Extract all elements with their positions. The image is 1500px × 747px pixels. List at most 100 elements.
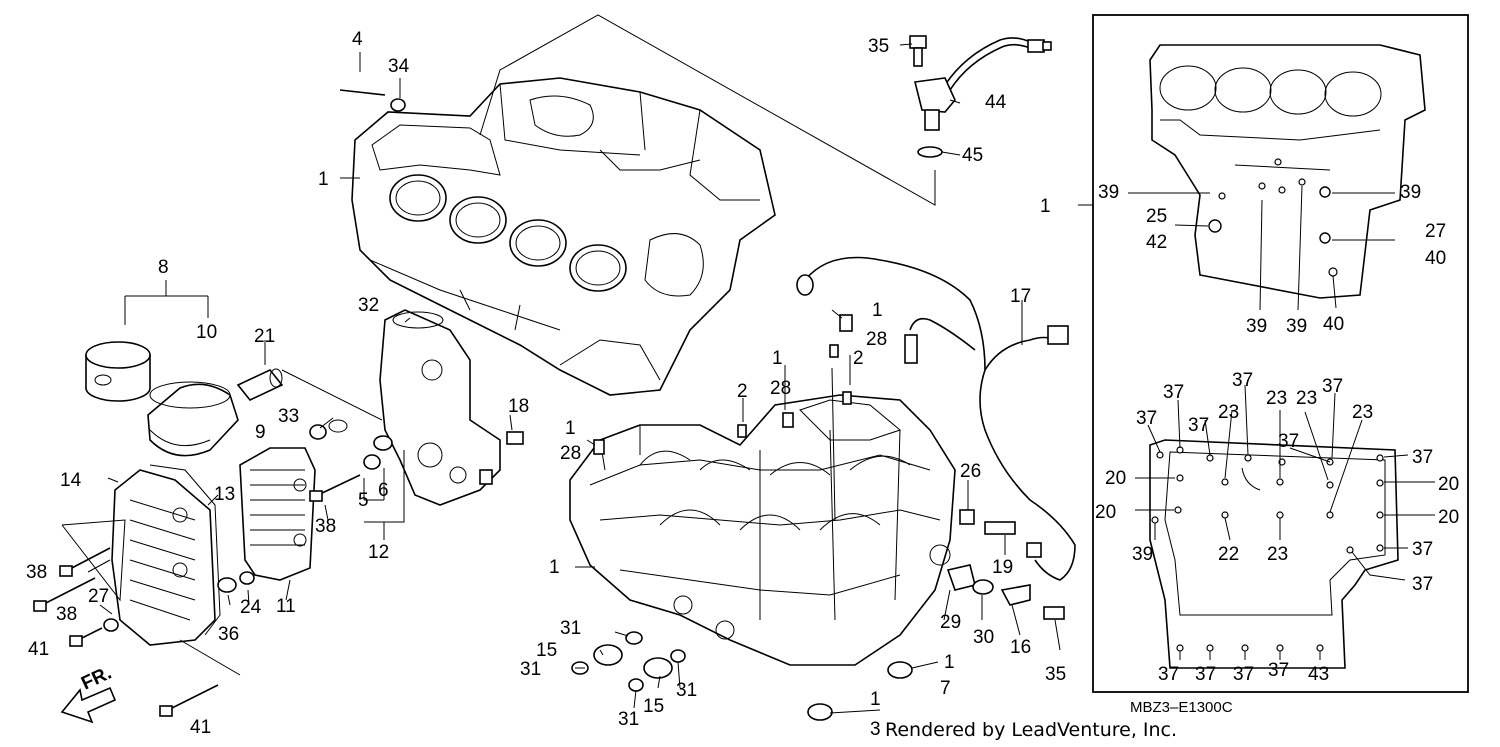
oil-pipe-21[interactable]: [236, 368, 284, 401]
oil-cooler[interactable]: [239, 447, 316, 581]
dowel-pins[interactable]: [593, 314, 853, 455]
callout: 37: [1412, 539, 1433, 560]
callout: 1: [549, 557, 560, 578]
callout: 37: [1278, 431, 1299, 452]
callout: 4: [352, 29, 363, 50]
callout: 2: [737, 381, 748, 402]
callout: 20: [1105, 468, 1126, 489]
callout: 37: [1163, 382, 1184, 403]
credit-text: Rendered by LeadVenture, Inc.: [885, 719, 1177, 741]
drawing-code: MBZ3–E1300C: [1130, 699, 1233, 716]
callout: 36: [218, 624, 239, 645]
callout: 39: [1246, 316, 1267, 337]
upper-crankcase[interactable]: [351, 77, 776, 396]
callout: 40: [1425, 248, 1446, 269]
callout: 39: [1286, 316, 1307, 337]
oil-filter-cap[interactable]: [85, 341, 151, 402]
callout: 35: [868, 36, 889, 57]
callout-labels: 1 1 1 1 1 1 1 1 2 2 3 4 5 6 7 8 9 10 11 …: [26, 29, 1459, 740]
callout: 1: [872, 300, 883, 321]
callout: 9: [255, 422, 266, 443]
small-fittings[interactable]: [309, 419, 1065, 721]
callout: 1: [318, 169, 329, 190]
callout: 23: [1352, 402, 1373, 423]
callout: 2: [853, 348, 864, 369]
callout: 8: [158, 257, 169, 278]
callout: 31: [520, 659, 541, 680]
callout: 37: [1232, 370, 1253, 391]
gasket-inset: [1078, 14, 1469, 693]
callout: 1: [870, 689, 881, 710]
callout: 1: [772, 348, 783, 369]
oil-pump-body[interactable]: [379, 309, 501, 506]
callout: 17: [1010, 286, 1031, 307]
callout: 30: [973, 627, 994, 648]
oil-pan-cover[interactable]: [111, 464, 221, 646]
callout: 1: [1040, 196, 1051, 217]
callout: 31: [676, 680, 697, 701]
callout: 28: [560, 443, 581, 464]
callout: 38: [26, 562, 47, 583]
callout: 27: [88, 586, 109, 607]
callout: 20: [1438, 507, 1459, 528]
callout: 29: [940, 612, 961, 633]
callout: 27: [1425, 221, 1446, 242]
callout: 38: [56, 604, 77, 625]
callout: 35: [1045, 664, 1066, 685]
callout: 25: [1146, 206, 1167, 227]
callout: 3: [870, 719, 881, 740]
callout: 39: [1400, 182, 1421, 203]
callout: 1: [944, 652, 955, 673]
callout: 18: [508, 396, 529, 417]
callout: 26: [960, 461, 981, 482]
callout: 31: [618, 709, 639, 730]
lower-crankcase[interactable]: [569, 394, 956, 666]
sealing-plugs-15[interactable]: [571, 631, 686, 692]
callout: 24: [240, 597, 262, 618]
callout: 23: [1296, 388, 1317, 409]
callout: 43: [1308, 664, 1329, 685]
callout: 37: [1158, 664, 1179, 685]
bolts[interactable]: [33, 89, 406, 717]
callout: 10: [196, 322, 217, 343]
callout: 40: [1323, 314, 1344, 335]
callout: 42: [1146, 232, 1167, 253]
front-direction-arrow-icon: [60, 686, 117, 724]
callout: 37: [1188, 415, 1209, 436]
callout: 32: [358, 295, 379, 316]
callout: 45: [962, 145, 983, 166]
callout: 23: [1218, 402, 1239, 423]
wiring-harness[interactable]: [796, 256, 1076, 581]
callout: 37: [1136, 408, 1157, 429]
callout: 6: [378, 480, 389, 501]
callout: 41: [28, 639, 49, 660]
callout: 28: [770, 378, 791, 399]
callout: 37: [1322, 376, 1343, 397]
callout: 21: [254, 326, 275, 347]
callout: 19: [992, 557, 1013, 578]
callout: 5: [358, 490, 369, 511]
callout: 12: [368, 542, 389, 563]
callout: 37: [1268, 660, 1289, 681]
callout: 33: [278, 406, 299, 427]
callout: 37: [1412, 574, 1433, 595]
callout: 23: [1266, 388, 1287, 409]
callout: 14: [60, 470, 82, 491]
leader-lines: [61, 43, 1435, 714]
callout: 7: [940, 678, 951, 699]
callout: 31: [560, 618, 581, 639]
callout: 37: [1233, 664, 1254, 685]
callout: 20: [1095, 502, 1116, 523]
callout: 22: [1218, 544, 1239, 565]
sensor-assembly[interactable]: [909, 35, 1052, 158]
callout: 41: [190, 717, 211, 738]
callout: 44: [985, 92, 1007, 113]
oil-filter-cartridge[interactable]: [147, 381, 239, 457]
callout: 39: [1098, 182, 1119, 203]
callout: 16: [1010, 637, 1031, 658]
callout: 15: [536, 640, 557, 661]
callout: 23: [1267, 544, 1288, 565]
callout: 20: [1438, 474, 1459, 495]
callout: 39: [1132, 544, 1153, 565]
